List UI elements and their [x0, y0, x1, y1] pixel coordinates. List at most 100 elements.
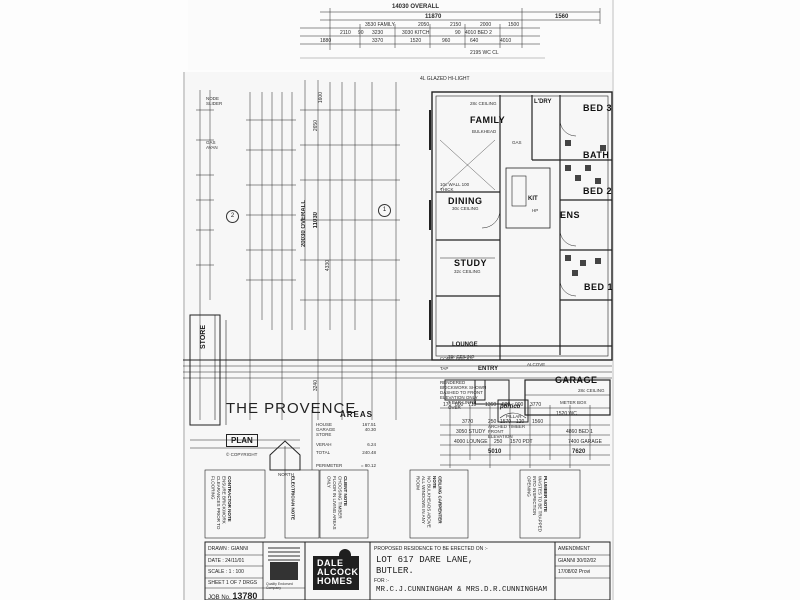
electrician-note: ELECTRICIAN NOTE — [290, 476, 296, 521]
note-dining-ceiling: 30c CEILING — [452, 206, 479, 211]
tb-lot: LOT 617 DARE LANE, — [376, 555, 474, 565]
vdim-overall: 20030 OVERALL — [301, 200, 307, 248]
bdim-row3-1: 4000 LOUNGE — [454, 439, 488, 445]
note-family-ceiling: 28c CEILING — [470, 101, 497, 106]
tb-proposed: PROPOSED RESIDENCE TO BE ERECTED ON :- — [374, 546, 488, 552]
dim-row2-4: 90 — [455, 30, 461, 36]
note-pillar: PILLAR — [506, 414, 522, 419]
note-study-ceiling: 32c CEILING — [454, 269, 481, 274]
vdim-c: 1600 — [318, 92, 324, 104]
dim-row1-3: 2000 — [480, 22, 492, 28]
glass-note: 4L GLAZED HI-LIGHT — [420, 76, 470, 82]
dim-misc: 2195 WC CL — [470, 50, 499, 56]
note-tap: TAP — [440, 366, 449, 371]
vdim-side: 3240 — [313, 380, 319, 392]
scan-edge-right — [612, 0, 614, 600]
bdim-row2-1: 250 — [488, 419, 497, 425]
bdim-garage: 7400 GARAGE — [568, 439, 602, 445]
note-alcove: ALCOVE — [527, 362, 546, 367]
note-dining: 10c WALL 100 THICK — [440, 182, 470, 192]
bdim-row2-2: 1570 — [500, 419, 512, 425]
tb-client: MR.C.J.CUNNINGHAM & MRS.D.R.CUNNINGHAM — [376, 586, 548, 594]
room-bed2: BED 2 — [583, 186, 613, 196]
tb-amendment: AMENDMENT — [558, 546, 591, 552]
room-kitchen: KIT — [528, 196, 538, 202]
company-line3: HOMES — [317, 576, 353, 586]
areas-title: AREAS — [340, 410, 374, 419]
dim-row1-1: 2050 — [418, 22, 430, 28]
dim-row3-5: 4010 — [500, 38, 512, 44]
tb-amend1: GIANNI 30/02/02 — [558, 558, 597, 564]
note-gas: GAS — [512, 140, 522, 145]
tb-amend2: 17/08/02 Provi — [558, 569, 591, 575]
bdim-row3-4: 4860 BED 1 — [566, 429, 593, 435]
tb-quality: Quality Endorsed Company — [266, 582, 293, 590]
bdim-wc: 1520 WC — [556, 411, 577, 417]
areas-row: STORE — [316, 432, 332, 437]
bdim-row1-2: 710 — [468, 402, 477, 408]
note-arch: ARCHED TIMBER FRONT ELEVATION — [488, 424, 526, 439]
scan-edge-left — [183, 72, 185, 600]
room-bed3: BED 3 — [583, 103, 613, 113]
copyright-label: © COPYRIGHT — [226, 452, 258, 457]
room-study: STUDY — [454, 258, 488, 268]
tb-job: JOB No. 13780 — [208, 591, 258, 601]
dim-row1-4: 1500 — [508, 22, 520, 28]
room-bed1: BED 1 — [584, 282, 614, 292]
company-logo: DALE ALCOCK HOMES — [313, 556, 359, 590]
dim-top-right: 1560 — [555, 14, 569, 20]
dim-row1-2: 2150 — [450, 22, 462, 28]
top-strip — [188, 0, 612, 70]
dim-row2-0: 2110 — [340, 30, 351, 36]
dim-overall: 14030 OVERALL — [392, 4, 440, 10]
copyright-text: COPYRIGHT — [230, 452, 258, 457]
dim-top-left: 11870 — [425, 14, 442, 20]
note-hp: HP — [532, 208, 539, 213]
bdim-row1-5: 900 — [515, 402, 524, 408]
vdim-middle: 11030 — [313, 212, 319, 229]
bdim-row2-4: 1560 — [532, 419, 544, 425]
company-line2: ALCOCK — [317, 567, 359, 577]
dim-row2-1: 90 — [358, 30, 364, 36]
dim-row3-0: 1880 — [320, 38, 332, 44]
note-render: RENDERED BRICKWORK SHOWN DASHED TO FRONT… — [440, 380, 487, 400]
dim-row3-3: 960 — [442, 38, 451, 44]
dim-row3-2: 1520 — [410, 38, 422, 44]
room-bath: BATH — [583, 150, 610, 160]
dim-row2-5: 4010 BED 2 — [465, 30, 492, 36]
tb-for: FOR :- — [374, 578, 389, 584]
tb-sheet: SHEET 1 OF 7 DRGS — [208, 580, 258, 586]
node-slider-label: NODE SLIDER — [206, 96, 223, 106]
room-ens: ENS — [560, 210, 581, 220]
bdim-row2-0: 3770 — [462, 419, 474, 425]
note-lintel: T BAR LINTEL OVER — [448, 400, 478, 410]
bdim-total-right: 7620 — [572, 449, 586, 455]
company-line1: DALE — [317, 558, 344, 568]
bdim-row3-0: 3050 STUDY — [456, 429, 486, 435]
note-lounge-ceiling: 28c CEILING — [448, 354, 475, 359]
room-portico: portico — [500, 404, 521, 410]
north-label: NORTH — [278, 472, 294, 477]
dim-row2-3: 3030 KITCH — [402, 30, 430, 36]
logo-badge-icon — [339, 549, 351, 557]
note-comb: COMB. BRICKS — [440, 356, 473, 361]
room-lounge: LOUNGE — [452, 342, 478, 348]
note-garage-ceiling: 28c CEILING — [578, 388, 605, 393]
room-ldry: L'DRY — [534, 99, 552, 105]
room-store: STORE — [200, 325, 207, 349]
bdim-row2-3: 120 — [516, 419, 525, 425]
note-family-bulkhead: BULKHEAD — [472, 129, 497, 134]
tb-drawn: DRAWN : GIANNI — [208, 546, 249, 552]
tb-suburb: BUTLER. — [376, 566, 414, 576]
room-dining: DINING — [448, 196, 483, 206]
room-garage: GARAGE — [555, 375, 598, 385]
room-entry: ENTRY — [478, 366, 499, 372]
bdim-row1-0: 170 — [443, 402, 452, 408]
